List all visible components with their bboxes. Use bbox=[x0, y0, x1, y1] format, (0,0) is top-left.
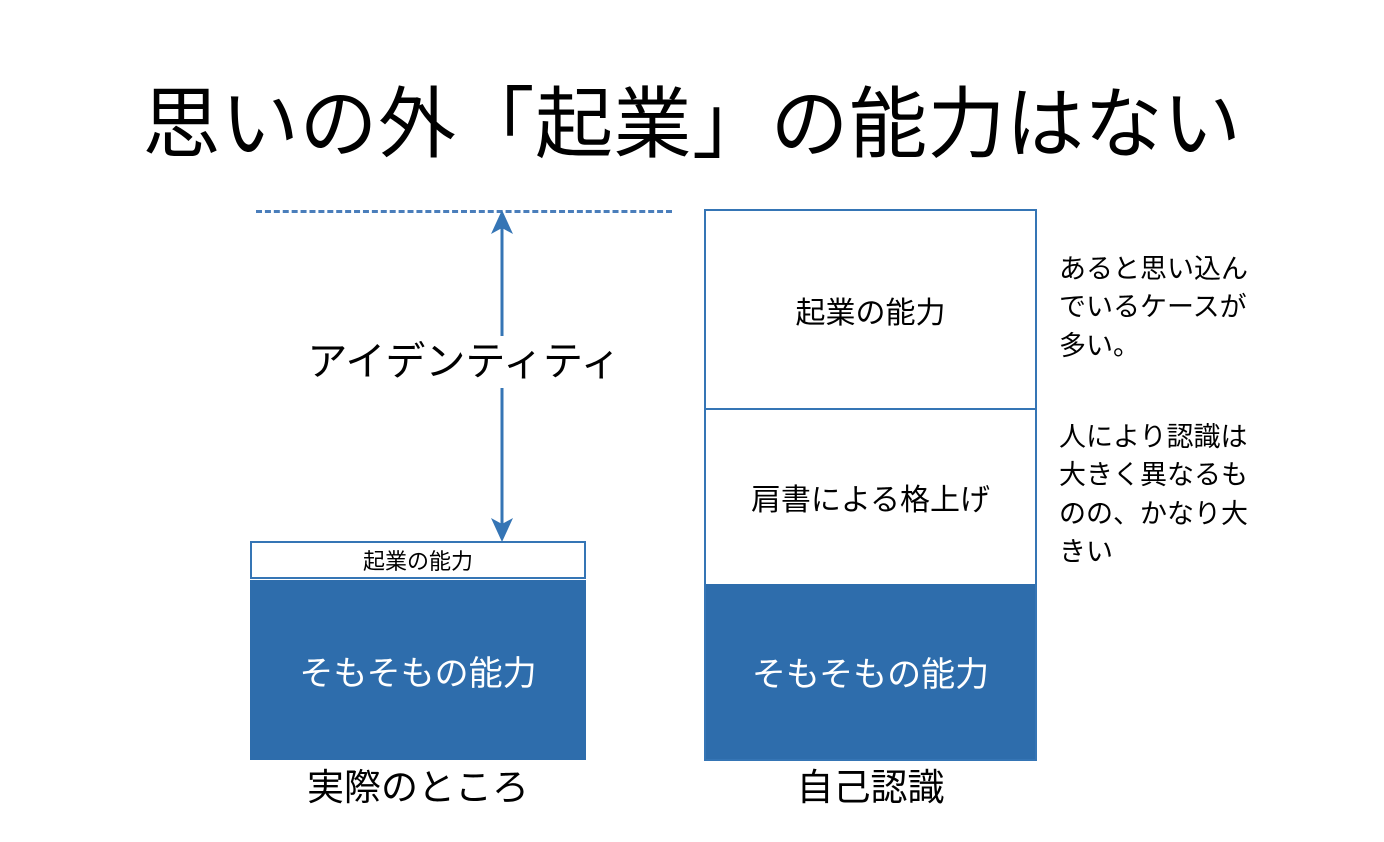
page-title: 思いの外「起業」の能力はない bbox=[142, 80, 1242, 169]
right-segment-base-ability: そもそもの能力 bbox=[706, 584, 1035, 759]
left-segment-startup-ability-label: 起業の能力 bbox=[362, 549, 473, 574]
annotation-startup-ability: あると思い込ん でいるケースが 多い。 bbox=[1059, 254, 1248, 361]
right-segment-startup-ability-label: 起業の能力 bbox=[795, 296, 946, 330]
right-segment-base-ability-label: そもそもの能力 bbox=[751, 656, 990, 694]
potential-ceiling-dashed-line bbox=[256, 210, 672, 213]
left-segment-base-ability: そもそもの能力 bbox=[250, 580, 586, 760]
right-column-caption: 自己認識 bbox=[796, 767, 945, 808]
right-segment-title-boost-label: 肩書による格上げ bbox=[750, 484, 991, 517]
left-column-caption: 実際のところ bbox=[307, 767, 529, 808]
right-segment-startup-ability: 起業の能力 bbox=[706, 211, 1035, 408]
left-segment-base-ability-label: そもそもの能力 bbox=[299, 654, 537, 693]
right-segment-title-boost: 肩書による格上げ bbox=[706, 408, 1035, 584]
left-segment-startup-ability: 起業の能力 bbox=[250, 541, 586, 579]
annotation-title-boost: 人により認識は 大きく異なるも のの、かなり大 きい bbox=[1059, 422, 1248, 567]
identity-label: アイデンティティ bbox=[256, 336, 672, 388]
